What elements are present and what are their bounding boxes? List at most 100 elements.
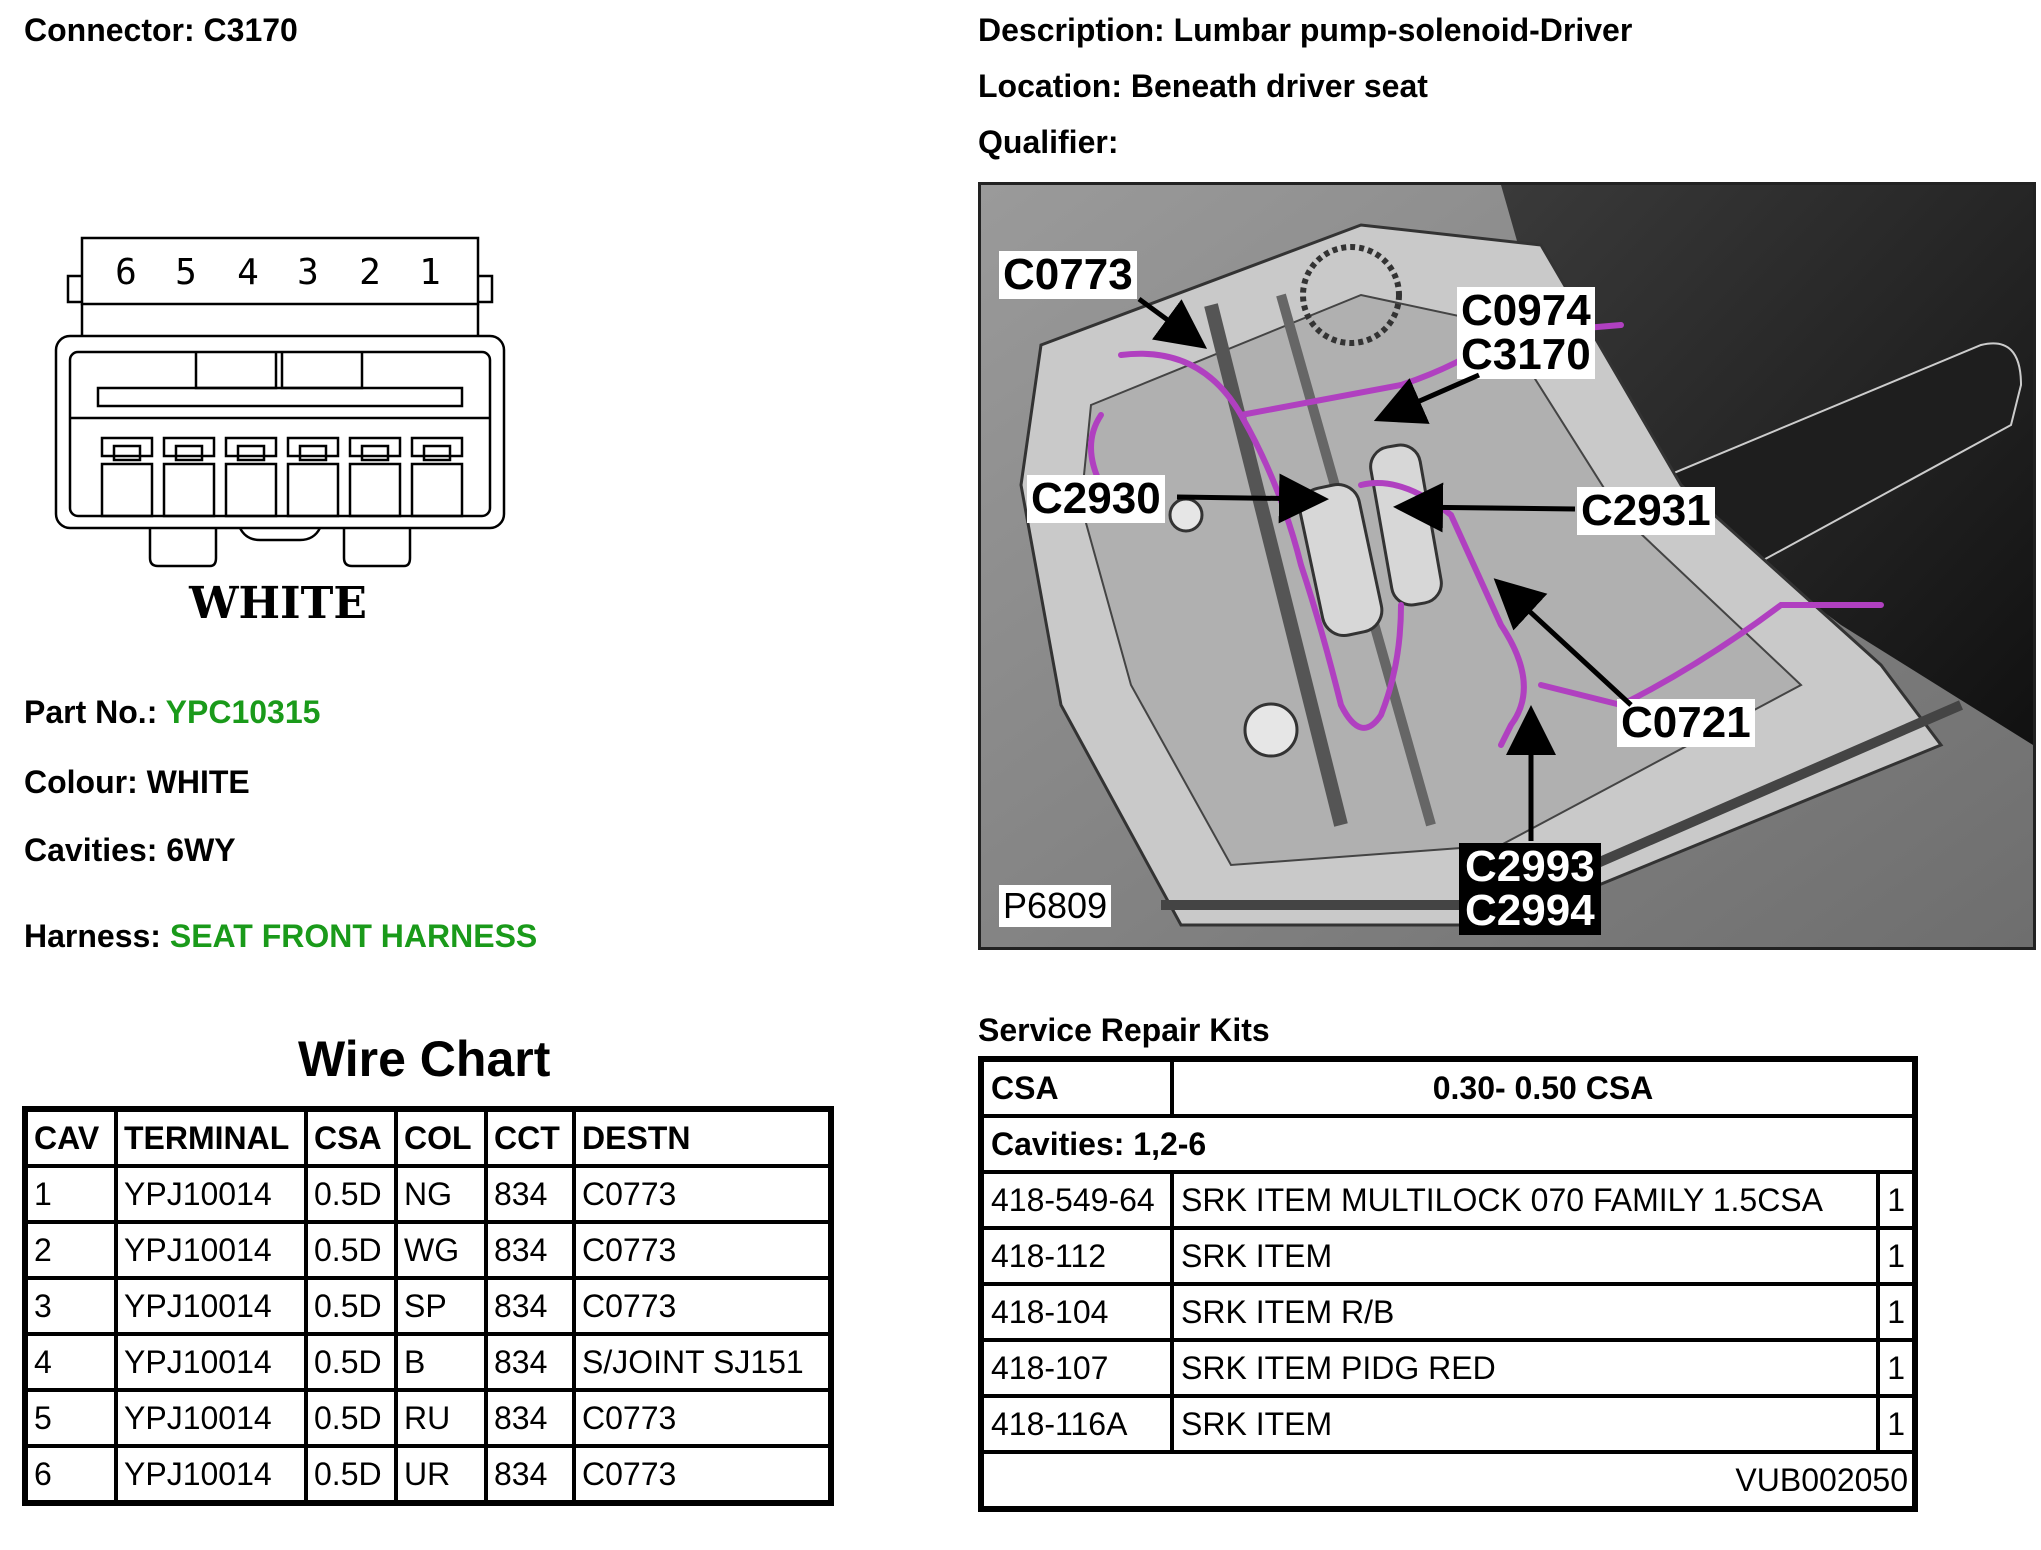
cell: 834: [486, 1334, 574, 1390]
connector-id: Connector: C3170: [24, 12, 298, 48]
col-header: CCT: [486, 1110, 574, 1166]
qualifier: Qualifier:: [978, 124, 1119, 160]
pin-number: 2: [359, 252, 381, 293]
cell: 3: [26, 1278, 116, 1334]
harness-link[interactable]: SEAT FRONT HARNESS: [169, 918, 538, 954]
cell: WG: [396, 1222, 486, 1278]
label-c2993: C2993: [1459, 843, 1601, 891]
part-number-link[interactable]: YPC10315: [165, 694, 321, 730]
cell: 834: [486, 1166, 574, 1222]
connector-face-image: 6 5 4 3 2 1 WHITE: [54, 236, 506, 629]
pin-number: 4: [237, 252, 259, 293]
label-c2931: C2931: [1577, 487, 1715, 535]
label-c2994: C2994: [1459, 887, 1601, 935]
pin-number: 6: [115, 252, 137, 293]
label-c0721: C0721: [1617, 699, 1755, 747]
cell: 834: [486, 1278, 574, 1334]
label-c0773: C0773: [999, 251, 1137, 299]
location-photo: C0773 C0974 C3170 C2930 C2931 C0721 C299…: [978, 182, 2036, 950]
kit-desc: SRK ITEM: [1172, 1228, 1879, 1284]
kit-desc: SRK ITEM: [1172, 1396, 1879, 1452]
cell: 834: [486, 1390, 574, 1446]
wire-chart-title: Wire Chart: [298, 1031, 551, 1087]
kit-qty: 1: [1878, 1340, 1914, 1396]
colour: Colour: WHITE: [24, 764, 250, 800]
cell: S/JOINT SJ151: [574, 1334, 830, 1390]
service-kits-title: Service Repair Kits: [978, 1012, 1270, 1048]
kit-qty: 1: [1878, 1172, 1914, 1228]
kit-part: 418-104: [982, 1284, 1172, 1340]
cell: 0.5D: [306, 1166, 396, 1222]
kit-cavities: Cavities: 1,2-6: [982, 1116, 1914, 1172]
cell: C0773: [574, 1166, 830, 1222]
cell: UR: [396, 1446, 486, 1502]
service-kits-table: CSA 0.30- 0.50 CSA Cavities: 1,2-6 418-5…: [978, 1056, 1918, 1512]
cell: B: [396, 1334, 486, 1390]
cell: C0773: [574, 1446, 830, 1502]
kit-desc: SRK ITEM PIDG RED: [1172, 1340, 1879, 1396]
harness: Harness: SEAT FRONT HARNESS: [24, 918, 537, 955]
pin-number: 3: [297, 252, 319, 293]
cell: 0.5D: [306, 1222, 396, 1278]
part-number: Part No.: YPC10315: [24, 694, 320, 731]
cell: 0.5D: [306, 1390, 396, 1446]
wire-chart-header-row: CAV TERMINAL CSA COL CCT DESTN: [26, 1110, 830, 1166]
cell: SP: [396, 1278, 486, 1334]
kit-qty: 1: [1878, 1284, 1914, 1340]
label-c2930: C2930: [1027, 475, 1165, 523]
kit-desc: SRK ITEM R/B: [1172, 1284, 1879, 1340]
kit-reference: VUB002050: [982, 1452, 1914, 1508]
pin-number: 1: [419, 252, 441, 293]
label-c0974: C0974: [1457, 287, 1595, 335]
location: Location: Beneath driver seat: [978, 68, 1428, 104]
cell: 6: [26, 1446, 116, 1502]
kit-qty: 1: [1878, 1396, 1914, 1452]
col-header: DESTN: [574, 1110, 830, 1166]
csa-row: CSA 0.30- 0.50 CSA: [982, 1060, 1914, 1116]
cell: YPJ10014: [116, 1334, 306, 1390]
cell: YPJ10014: [116, 1446, 306, 1502]
cell: C0773: [574, 1390, 830, 1446]
cell: 834: [486, 1446, 574, 1502]
col-header: CAV: [26, 1110, 116, 1166]
kit-part: 418-107: [982, 1340, 1172, 1396]
connector-diagram: 6 5 4 3 2 1 WHITE: [50, 230, 510, 630]
kit-part: 418-112: [982, 1228, 1172, 1284]
kit-desc: SRK ITEM MULTILOCK 070 FAMILY 1.5CSA: [1172, 1172, 1879, 1228]
cell: YPJ10014: [116, 1390, 306, 1446]
photo-reference: P6809: [999, 885, 1112, 927]
footer-row: VUB002050: [982, 1452, 1914, 1508]
kit-qty: 1: [1878, 1228, 1914, 1284]
label-c3170: C3170: [1457, 331, 1595, 379]
cell: 4: [26, 1334, 116, 1390]
cavities-row: Cavities: 1,2-6: [982, 1116, 1914, 1172]
cell: 0.5D: [306, 1446, 396, 1502]
cell: 5: [26, 1390, 116, 1446]
cell: YPJ10014: [116, 1278, 306, 1334]
cell: C0773: [574, 1222, 830, 1278]
cell: 0.5D: [306, 1278, 396, 1334]
cell: 834: [486, 1222, 574, 1278]
col-header: CSA: [306, 1110, 396, 1166]
cell: RU: [396, 1390, 486, 1446]
pin-number: 5: [175, 252, 197, 293]
kit-part: 418-116A: [982, 1396, 1172, 1452]
cell: NG: [396, 1166, 486, 1222]
connector-colour-label: WHITE: [188, 578, 367, 629]
cell: YPJ10014: [116, 1222, 306, 1278]
cell: 1: [26, 1166, 116, 1222]
kit-part: 418-549-64: [982, 1172, 1172, 1228]
cell: 2: [26, 1222, 116, 1278]
csa-label: CSA: [982, 1060, 1172, 1116]
cell: C0773: [574, 1278, 830, 1334]
cavities: Cavities: 6WY: [24, 832, 236, 868]
